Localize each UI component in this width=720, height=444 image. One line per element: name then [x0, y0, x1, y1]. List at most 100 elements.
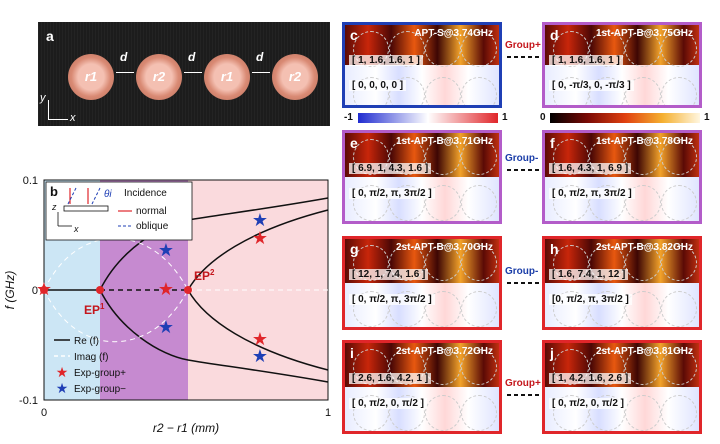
- resonator-outline: [425, 185, 461, 221]
- group-connector: [507, 56, 539, 58]
- resonator-outline: [461, 31, 497, 67]
- imag-curve-upper: [43, 237, 189, 291]
- oblique-arrow: [67, 187, 77, 205]
- resonator-outline: [553, 395, 589, 431]
- resonator-outline: [353, 349, 389, 385]
- inset-z-label: z: [51, 202, 57, 212]
- x-axis-label: x: [70, 112, 76, 124]
- panel-title: 1st-APT-B@3.78GHz: [596, 136, 693, 147]
- x-axis-arrow: [48, 119, 68, 120]
- resonator-outline: [661, 139, 697, 175]
- resonator-outline: [553, 77, 589, 105]
- resonator-outline: [389, 395, 425, 431]
- panel-a-label: a: [46, 28, 54, 44]
- panel-label: d: [550, 27, 559, 43]
- x-tick: 0: [41, 407, 47, 419]
- resonator-label: r2: [152, 69, 166, 84]
- legend-blue-star: ★: [56, 380, 69, 396]
- y-tick: -0.1: [19, 395, 38, 407]
- resonator-outline: [589, 31, 625, 67]
- panel-title: 2st-APT-B@3.72GHz: [396, 346, 493, 357]
- incidence-title: Incidence: [124, 188, 167, 199]
- resonator-outline: [625, 77, 661, 105]
- theta-label: θi: [104, 189, 112, 200]
- group-connector: [507, 169, 539, 171]
- resonator-outline: [589, 395, 625, 431]
- resonator-outline: [425, 291, 461, 327]
- amplitude-values: [ 1, 1.6, 1.6, 1 ]: [549, 55, 623, 66]
- resonator-outline: [661, 395, 697, 431]
- x-tick: 1: [325, 407, 331, 419]
- amplitude-values: [ 1.6, 4.3, 1, 6.9 ]: [549, 163, 632, 174]
- resonator-outline: [661, 185, 697, 221]
- resonator-outline: [661, 245, 697, 281]
- coupling-arrow: [252, 72, 270, 73]
- resonator-label: r1: [220, 69, 234, 84]
- resonator-outline: [625, 395, 661, 431]
- resonator-outline: [389, 77, 425, 105]
- ep2-point: [184, 286, 192, 294]
- y-axis-arrow: [48, 100, 49, 120]
- panel-label: e: [350, 135, 358, 151]
- amplitude-values: [ 2.6, 1.6, 4.2, 1 ]: [349, 373, 432, 384]
- re-curve-lower: [99, 289, 329, 383]
- resonator-outline: [625, 139, 661, 175]
- resonator-outline: [589, 185, 625, 221]
- resonator-outline: [625, 31, 661, 67]
- resonator-outline: [553, 31, 589, 67]
- legend-group-minus: Exp-group−: [74, 384, 126, 395]
- colorbar-right-max: 1: [704, 112, 710, 123]
- resonator-outline: [661, 31, 697, 67]
- legend-imag-text: Imag (f): [74, 352, 108, 363]
- amplitude-values: [ 1.6, 7.4, 1, 12 ]: [549, 269, 629, 280]
- panel-label: i: [350, 345, 354, 361]
- resonator-outline: [461, 185, 497, 221]
- resonator-outline: [589, 245, 625, 281]
- x-axis-label: r2 − r1 (mm): [153, 421, 219, 435]
- y-tick: 0.1: [23, 175, 38, 187]
- resonator-outline: [661, 349, 697, 385]
- inset-x-label: x: [73, 224, 79, 234]
- ep1-point: [96, 286, 104, 294]
- resonator-outline: [353, 139, 389, 175]
- coupling-label: d: [120, 50, 128, 64]
- resonator-outline: [625, 245, 661, 281]
- exp-star-red: ★: [158, 279, 174, 299]
- group-connector: [507, 394, 539, 396]
- phase-values: [ 0, π/2, π, 3π/2 ]: [549, 188, 635, 199]
- panel-a-image: a r1 r2 r1 r2 d d d y x: [38, 22, 330, 126]
- phase-values: [ 0, π/2, 0, π/2 ]: [349, 398, 428, 409]
- panel-title: 2st-APT-B@3.70GHz: [396, 242, 493, 253]
- re-curve-upper-2: [187, 209, 329, 291]
- resonator-outline: [553, 185, 589, 221]
- colorbar-right: [550, 113, 700, 123]
- resonator-outline: [353, 31, 389, 67]
- panel-label: h: [550, 241, 559, 257]
- resonator-outline: [461, 349, 497, 385]
- amplitude-values: [ 1, 4.2, 1.6, 2.6 ]: [549, 373, 632, 384]
- resonator-outline: [553, 245, 589, 281]
- panel-title: 1st-APT-B@3.71GHz: [396, 136, 493, 147]
- resonator-outline: [661, 77, 697, 105]
- resonator-outline: [353, 77, 389, 105]
- coupling-label: d: [188, 50, 196, 64]
- resonator-outline: [425, 395, 461, 431]
- ep2-label: EP2: [194, 268, 215, 283]
- legend-re-text: Re (f): [74, 336, 99, 347]
- resonator-outline: [661, 291, 697, 327]
- sample-slab: [63, 205, 109, 212]
- legend-oblique-text: oblique: [136, 221, 169, 232]
- phase-values: [0, π/2, π, 3π/2 ]: [549, 294, 632, 305]
- exp-star-red: ★: [252, 329, 268, 349]
- colorbar-left-max: 1: [502, 112, 508, 123]
- resonator-outline: [425, 31, 461, 67]
- exp-star-blue: ★: [158, 317, 174, 337]
- legend-group-plus: Exp-group+: [74, 368, 126, 379]
- panel-label: j: [550, 345, 554, 361]
- resonator-outline: [553, 349, 589, 385]
- group-label: Group-: [505, 266, 539, 277]
- resonator-outline: [353, 185, 389, 221]
- resonator-outline: [389, 291, 425, 327]
- resonator-outline: [589, 77, 625, 105]
- resonator-outline: [389, 31, 425, 67]
